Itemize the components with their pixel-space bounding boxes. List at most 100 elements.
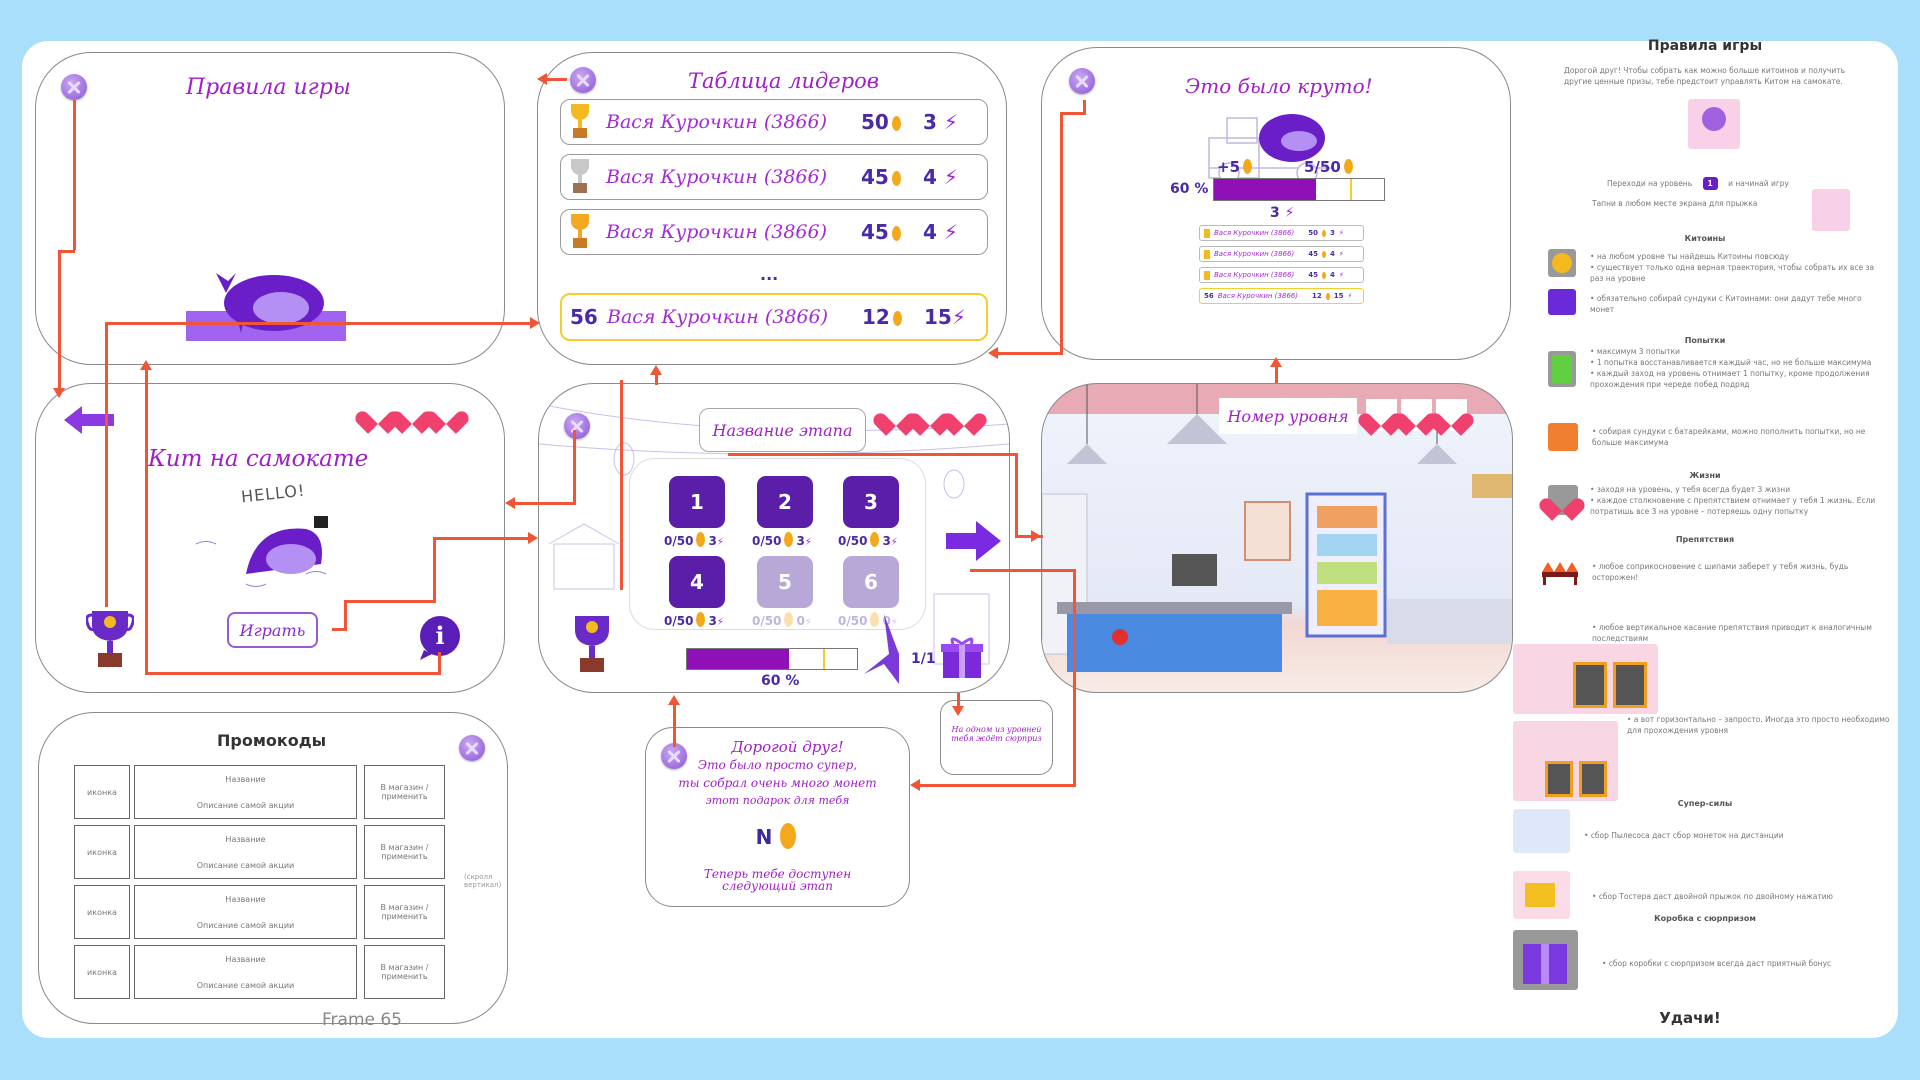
coin-icon [1343,159,1353,174]
promo-action-button[interactable]: В магазин / применить [364,885,445,939]
rules-closing: Удачи! [1659,1009,1721,1027]
shop-scene [1042,384,1512,672]
heart-icon [918,404,944,428]
promocodes-title: Промокоды [217,731,327,750]
heart-icon [1439,404,1465,428]
promo-desc: Описание самой акции [196,980,295,990]
back-arrow-icon[interactable] [64,406,116,434]
heart-icon [1404,404,1430,428]
coin-chest-icon [1548,289,1576,315]
whale-icon [186,273,346,341]
stage-title-box: Название этапа [699,408,866,452]
info-icon[interactable]: i [416,614,464,662]
speakers-screenshot-2 [1513,721,1618,801]
section-bullets: • любое вертикальное касание препятствия… [1592,623,1872,643]
coin-icon [696,612,706,627]
trophy-icon [1204,249,1210,259]
close-icon[interactable] [1069,68,1095,94]
popup-title: Дорогой друг! [731,738,844,756]
level-button-5[interactable]: 5 [757,556,813,608]
level-button-6[interactable]: 6 [843,556,899,608]
close-icon[interactable] [661,743,687,769]
section-bullets: • сбор коробки с сюрпризом всегда даст п… [1602,959,1832,968]
section-heading: Супер-силы [1677,799,1733,808]
close-icon[interactable] [570,67,596,93]
close-icon[interactable] [564,413,590,439]
rules-title: Правила игры [186,75,351,100]
coin-icon [1243,159,1253,174]
section-heading: Жизни [1689,471,1721,480]
whale-truck-icon [1208,114,1332,184]
rules-screen: Правила игры [35,52,505,365]
next-arrow-icon[interactable] [946,521,1001,561]
coins-gained: +5 [1217,158,1255,176]
scroll-note: (скролл вертикал) [464,873,502,889]
trophy-icon[interactable] [86,609,134,671]
battery-chest-icon [1548,423,1578,451]
progress-bar [686,648,858,670]
level-screen: Номер уровня [1041,383,1513,693]
coin-icon [891,171,901,186]
promo-action-button[interactable]: В магазин / применить [364,765,445,819]
trophy-icon[interactable] [569,614,615,676]
player-bolts: 4 ⚡ [923,165,958,189]
player-name: Вася Курочкин (3866) [606,166,828,188]
level-button-3[interactable]: 3 [843,476,899,528]
level-button-2[interactable]: 2 [757,476,813,528]
rules-step2: Тапни в любом месте экрана для прыжка [1592,199,1758,208]
progress-marker [823,649,825,669]
player-coins: 45 [861,165,904,189]
toaster-icon [1513,871,1570,919]
coins-total: 5/50 [1304,158,1356,176]
progress-label: 60 % [1170,181,1209,197]
promo-desc: Описание самой акции [196,920,295,930]
coin-icon [891,116,901,131]
lightning-icon: ⚡ [890,617,898,628]
leaderboard-screen: Таблица лидеров Вася Курочкин (3866) 50 … [537,52,1007,365]
section-bullets: • а вот горизонтально – запросто. Иногда… [1627,715,1890,735]
frame-label: Frame 65 [322,1010,403,1030]
close-icon[interactable] [459,735,485,761]
whale-hello-icon [195,516,328,587]
silver-trophy-icon [569,159,591,195]
current-user-rank: 56 [570,305,598,329]
lives [366,402,486,430]
leaderboard-row: Вася Курочкин (3866) 45 4 ⚡ [560,154,988,200]
player-coins: 12 [862,305,905,329]
section-bullets: • на любом уровне ты найдешь Китоины пов… [1590,252,1875,283]
svg-text:i: i [435,621,444,650]
level-button-1[interactable]: 1 [669,476,725,528]
leaderboard-row: Вася Курочкин (3866) 50 3 ⚡ [560,99,988,145]
reward-amount: N [646,823,909,849]
promo-action-button[interactable]: В магазин / применить [364,945,445,999]
spikes-icon [1542,562,1578,585]
promo-desc: Описание самой акции [196,800,295,810]
player-coins: 50 [861,110,904,134]
main-menu-screen: Кит на самокате HELLO! Играть i [35,383,505,693]
progress-fill [687,649,789,669]
lightning-icon: ⚡ [943,220,958,244]
result-screen: Это было круто! +5 5/50 60 % 3 ⚡ Вася Ку… [1041,47,1511,360]
game-title: Кит на самокате [148,446,369,472]
lightning-icon: ⚡ [943,110,958,134]
progress-bar [1213,178,1385,201]
whale-jump-icon [1812,189,1850,231]
close-icon[interactable] [61,74,87,100]
lightning-icon: ⚡ [804,537,812,548]
lightning-icon: ⚡ [716,537,724,548]
lightning-icon: ⚡ [804,617,812,628]
lightning-icon: ⚡ [716,617,724,628]
heart-icon [434,402,460,426]
stage-title: Название этапа [712,420,853,440]
promo-action-button[interactable]: В магазин / применить [364,825,445,879]
play-button[interactable]: Играть [227,612,318,648]
gift-box-icon[interactable] [939,634,985,680]
heart-icon [952,404,978,428]
surprise-note: На одном из уровней тебя ждёт сюрприз [940,700,1053,775]
level-button-4[interactable]: 4 [669,556,725,608]
